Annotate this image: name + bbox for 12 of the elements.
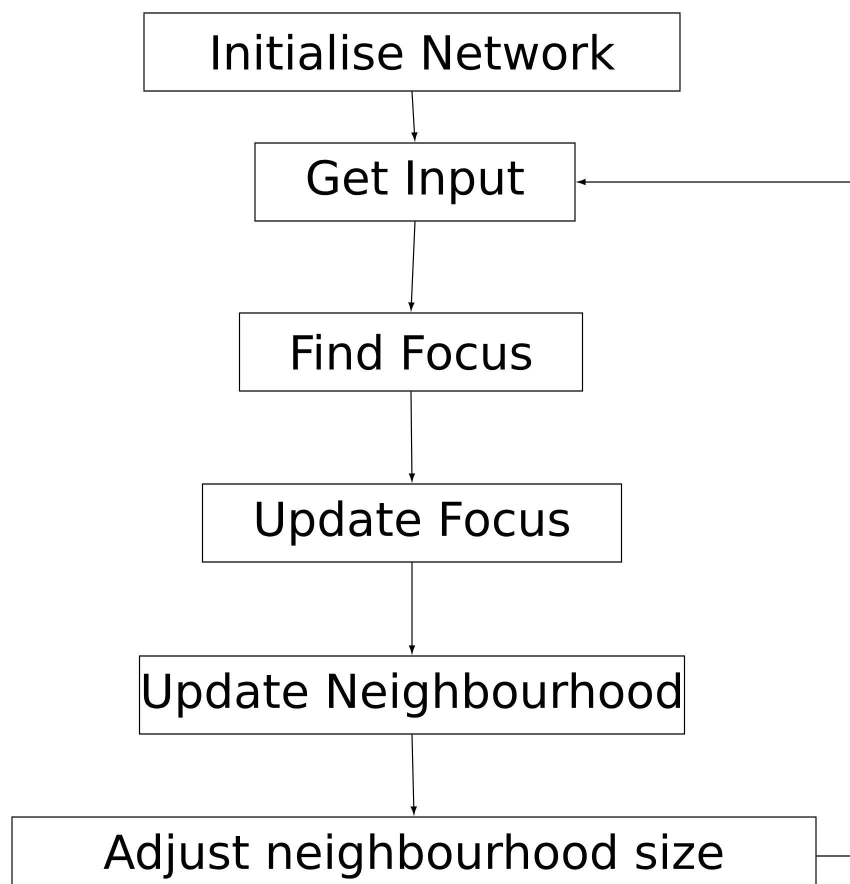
process-box: Adjust neighbourhood size — [11, 816, 817, 884]
process-box: Find Focus — [238, 312, 584, 392]
arrow — [408, 392, 415, 482]
arrow — [578, 179, 850, 857]
process-box: Update Neighbourhood — [138, 655, 686, 735]
process-box: Get Input — [254, 142, 576, 222]
arrow — [410, 734, 417, 814]
arrow — [409, 562, 415, 654]
process-box: Update Focus — [202, 483, 622, 563]
arrow — [411, 92, 418, 140]
process-box: Initialise Network — [143, 12, 681, 92]
arrow — [408, 222, 416, 310]
